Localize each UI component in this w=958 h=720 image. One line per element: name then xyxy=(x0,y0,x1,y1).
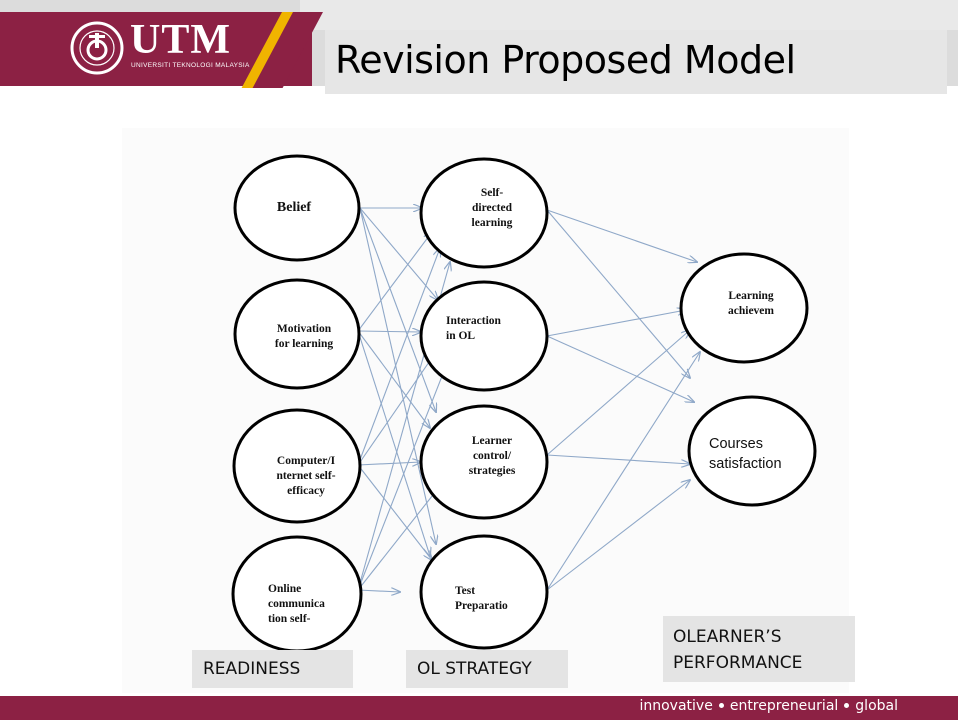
node-label-efficacy: Computer/I nternet self- efficacy xyxy=(276,455,336,497)
node-interaction xyxy=(419,280,549,392)
node-sdl xyxy=(419,157,549,269)
title-box xyxy=(325,30,947,94)
arrow-online-to-control xyxy=(357,486,440,591)
arrow-belief-to-interaction xyxy=(359,207,438,300)
arrow-online-to-test xyxy=(357,590,400,592)
arrow-motivation-to-control xyxy=(357,330,430,428)
arrow-online-to-interaction xyxy=(357,366,446,591)
arrow-efficacy-to-test xyxy=(357,464,432,560)
arrow-motivation-to-test xyxy=(357,330,430,556)
node-satisfaction xyxy=(687,395,817,507)
arrow-motivation-to-sdl xyxy=(357,232,432,332)
arrow-interaction-to-achieve xyxy=(546,310,686,337)
caption-strategy: OL STRATEGY xyxy=(406,650,568,688)
node-motivation xyxy=(233,278,361,390)
utm-subtitle: UNIVERSITI TEKNOLOGI MALAYSIA xyxy=(131,62,250,69)
footer-word-innovative: innovative xyxy=(639,698,713,714)
arrow-sdl-to-satisfaction xyxy=(546,209,690,378)
node-test xyxy=(419,534,549,650)
node-label-control: Learner control/ strategies xyxy=(468,435,516,477)
arrow-group xyxy=(357,207,700,592)
arrow-belief-to-control xyxy=(359,207,436,412)
arrow-efficacy-to-interaction xyxy=(357,352,436,466)
utm-seal-icon xyxy=(70,21,124,75)
footer-word-entrepreneurial: entrepreneurial xyxy=(729,698,839,714)
caption-readiness: READINESS xyxy=(192,650,353,688)
footer-bar: innovative entrepreneurial global xyxy=(0,696,958,720)
arrow-control-to-achieve xyxy=(546,330,690,456)
arrow-efficacy-to-sdl xyxy=(357,248,440,466)
footer-tagline: innovative entrepreneurial global xyxy=(639,698,898,714)
node-group xyxy=(231,154,817,653)
header-band-light xyxy=(300,0,958,30)
node-control xyxy=(419,404,549,520)
arrow-belief-to-test xyxy=(359,207,436,544)
node-label-satisfaction: Courses satisfaction xyxy=(709,436,782,472)
arrow-interaction-to-satisfaction xyxy=(546,335,694,402)
node-label-achieve: Learning achievem xyxy=(728,290,774,317)
arrow-test-to-achieve xyxy=(546,352,700,591)
node-efficacy xyxy=(232,408,362,524)
arrow-efficacy-to-control xyxy=(357,462,421,465)
arrow-motivation-to-interaction xyxy=(357,331,421,332)
node-label-motivation: Motivation for learning xyxy=(274,323,334,350)
arrow-sdl-to-achieve xyxy=(546,209,697,262)
footer-word-global: global xyxy=(855,698,898,714)
node-label-online: Online communica tion self- xyxy=(268,583,325,625)
slide-title: Revision Proposed Model xyxy=(335,38,796,82)
node-achieve xyxy=(679,252,809,364)
node-label-belief: Belief xyxy=(276,200,312,215)
node-label-test: Test Preparatio xyxy=(455,585,508,612)
bullet-icon xyxy=(844,702,850,708)
node-label-sdl: Self- directed learning xyxy=(471,187,513,229)
node-label-interaction: Interaction in OL xyxy=(446,315,501,342)
node-belief xyxy=(233,154,361,262)
utm-wordmark: UTM xyxy=(130,17,231,63)
bullet-icon xyxy=(718,702,724,708)
arrow-test-to-satisfaction xyxy=(546,480,690,591)
caption-performance: OLEARNER’S PERFORMANCE xyxy=(663,616,855,682)
arrow-control-to-satisfaction xyxy=(546,454,690,464)
